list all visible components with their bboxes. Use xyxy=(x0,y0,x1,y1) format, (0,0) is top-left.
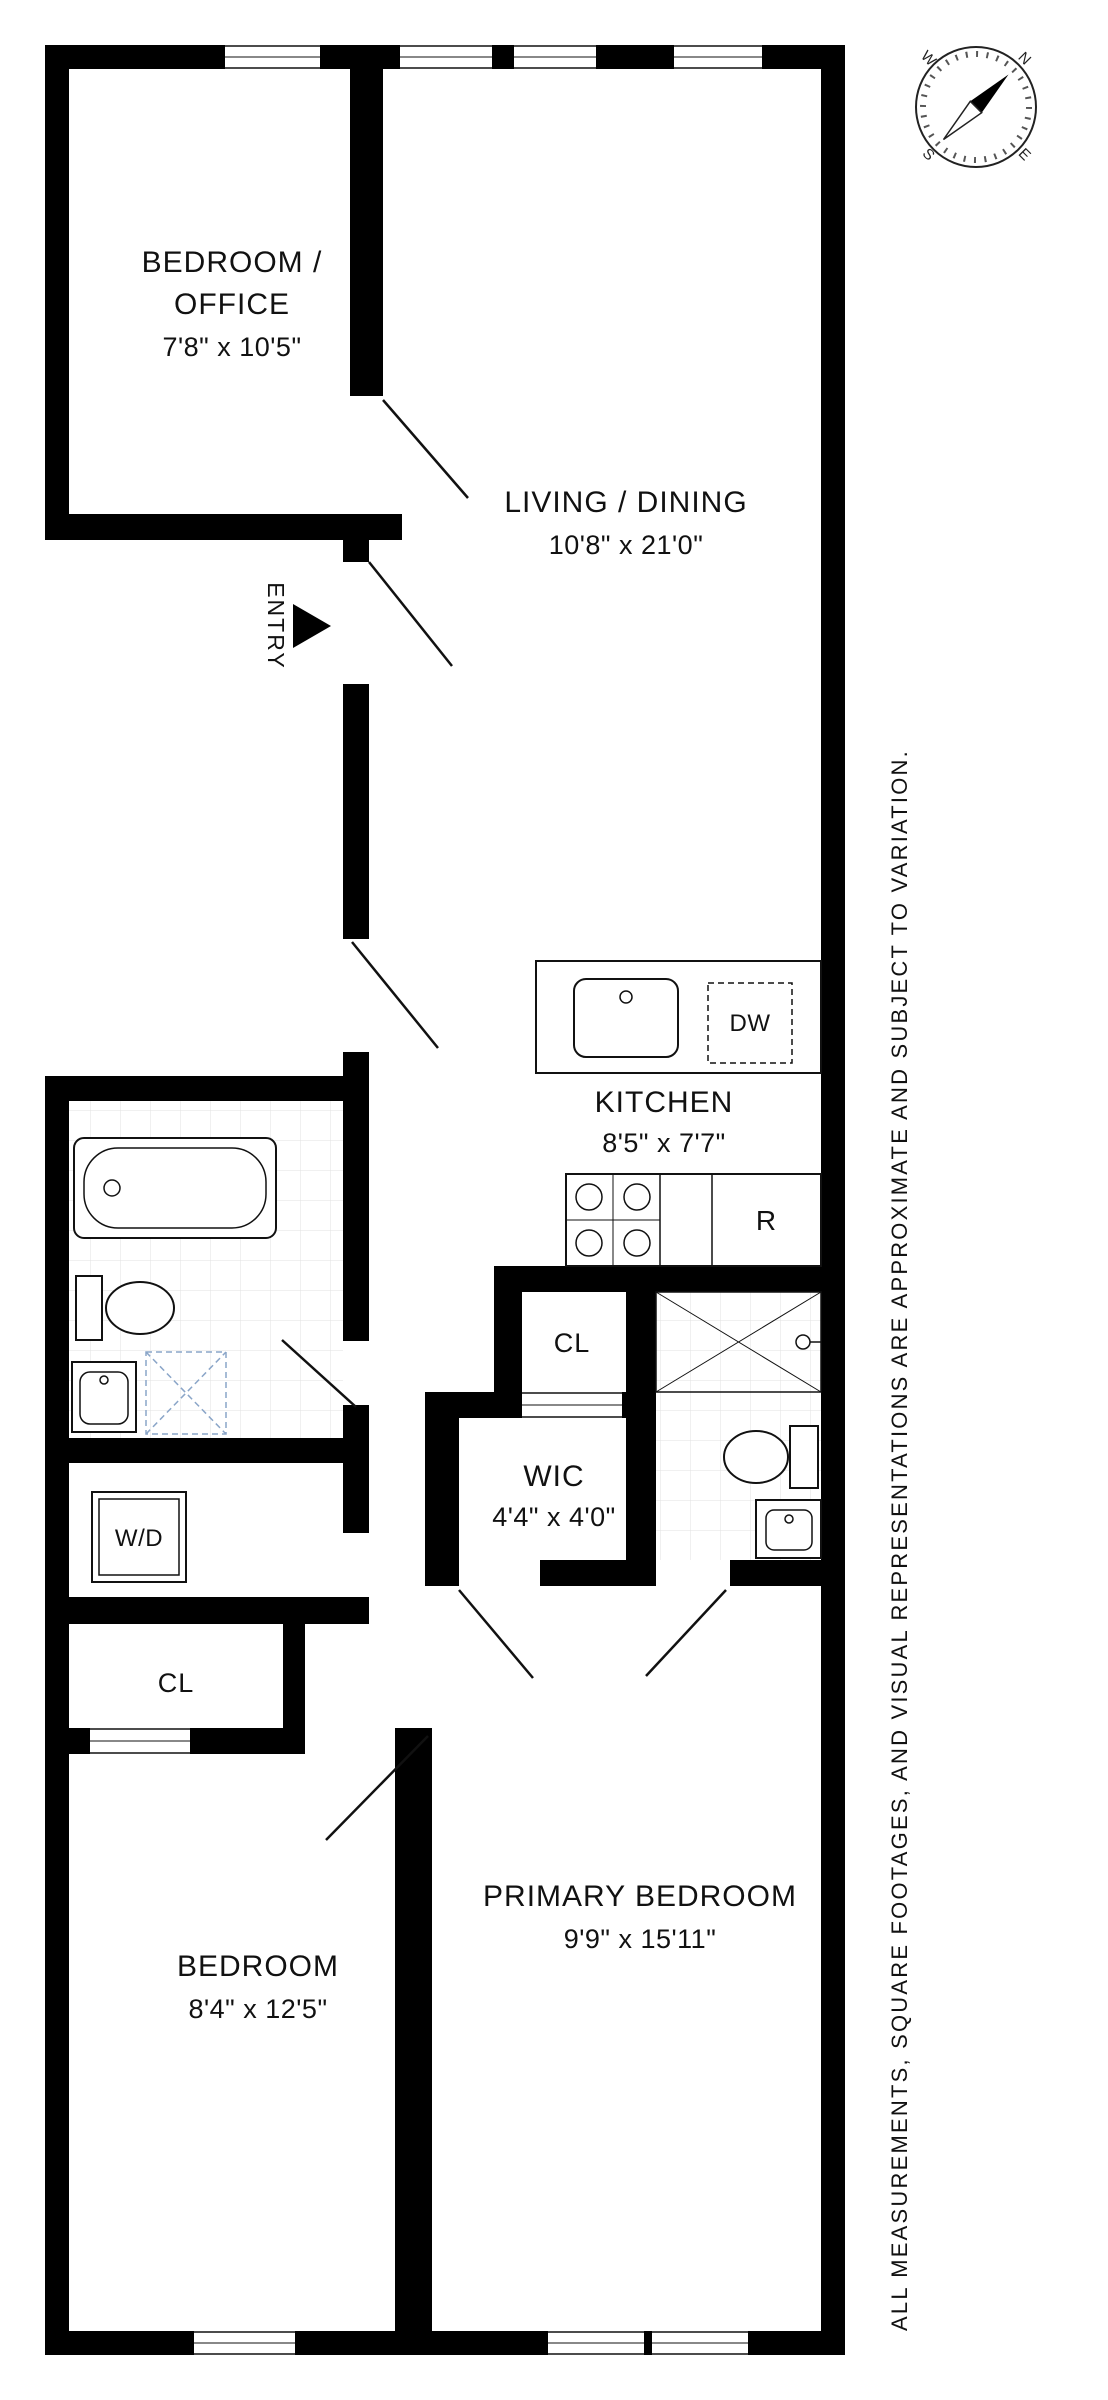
closet-mid-label: CL xyxy=(554,1328,591,1358)
window xyxy=(225,45,320,69)
door-swing xyxy=(325,1735,429,1841)
windows xyxy=(90,45,762,2355)
disclaimer-text: ALL MEASUREMENTS, SQUARE FOOTAGES, AND V… xyxy=(887,749,912,2331)
vanity-sink xyxy=(755,1499,822,1559)
bathtub xyxy=(73,1137,277,1239)
door-swing xyxy=(458,1589,534,1679)
shower xyxy=(655,1291,822,1393)
compass-needle-south xyxy=(942,100,983,141)
entry-label: ENTRY xyxy=(263,582,289,670)
compass-s: S xyxy=(919,145,938,164)
compass-rose: N E S W xyxy=(915,46,1037,168)
range-stove xyxy=(565,1173,822,1267)
toilet xyxy=(723,1425,819,1489)
door-swing xyxy=(281,1339,357,1408)
washer-dryer-unit: W/D xyxy=(91,1491,187,1583)
toilet xyxy=(75,1275,175,1341)
bedroom-name: BEDROOM xyxy=(177,1950,339,1983)
dishwasher: DW xyxy=(707,982,793,1064)
bedroom-dims: 8'4" x 12'5" xyxy=(188,1994,327,2024)
door-swing xyxy=(645,1589,727,1677)
washer-dryer-label: W/D xyxy=(115,1525,163,1552)
living-dining-name: LIVING / DINING xyxy=(504,486,747,519)
kitchen-sink xyxy=(573,978,679,1058)
door-swing xyxy=(382,399,469,499)
window xyxy=(674,45,762,69)
window xyxy=(548,2331,644,2355)
closet-door xyxy=(90,1728,190,1754)
dishwasher-label: DW xyxy=(730,1010,771,1037)
living-dining-dims: 10'8" x 21'0" xyxy=(549,530,704,560)
closet-door xyxy=(522,1392,622,1418)
kitchen-name: KITCHEN xyxy=(595,1086,734,1119)
door-swing xyxy=(351,941,439,1049)
walls xyxy=(45,45,845,2355)
overhead-dashed-area xyxy=(145,1351,227,1435)
vanity-sink xyxy=(71,1361,137,1433)
door-swing xyxy=(368,561,453,667)
compass-needle-north xyxy=(970,74,1009,113)
bedroom-office-name-1: BEDROOM / xyxy=(142,246,323,279)
window xyxy=(514,45,596,69)
bedroom-office-name-2: OFFICE xyxy=(174,288,290,321)
wic-dims: 4'4" x 4'0" xyxy=(492,1502,616,1532)
door-swings xyxy=(281,399,727,1841)
window xyxy=(400,45,492,69)
primary-bedroom-dims: 9'9" x 15'11" xyxy=(564,1924,717,1954)
wic-name: WIC xyxy=(523,1460,584,1493)
primary-bedroom-name: PRIMARY BEDROOM xyxy=(483,1880,797,1913)
kitchen-dims: 8'5" x 7'7" xyxy=(602,1128,726,1158)
room-labels: BEDROOM / OFFICE 7'8" x 10'5" LIVING / D… xyxy=(142,246,797,2024)
window xyxy=(194,2331,295,2355)
closet-left-label: CL xyxy=(158,1668,195,1698)
bedroom-office-dims: 7'8" x 10'5" xyxy=(162,332,301,362)
refrigerator-label: R xyxy=(756,1205,776,1236)
window xyxy=(652,2331,748,2355)
entry-arrow-icon xyxy=(293,604,331,648)
